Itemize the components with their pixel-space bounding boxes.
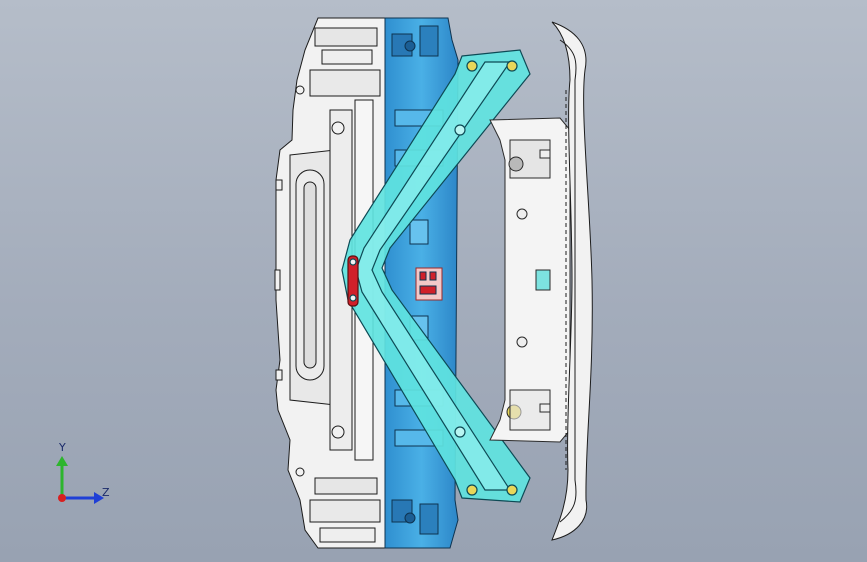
white-die-half[interactable] xyxy=(274,17,386,549)
y-axis-arrowhead xyxy=(56,456,68,466)
x-axis-dot xyxy=(58,494,66,502)
right-fixture[interactable] xyxy=(489,117,571,443)
curved-edge-part[interactable] xyxy=(551,21,593,541)
y-axis-label: Y xyxy=(59,441,66,454)
coordinate-triad xyxy=(48,438,118,508)
z-axis-arrowhead xyxy=(94,492,104,504)
z-axis-label: Z xyxy=(102,486,110,499)
cyan-formed-part[interactable] xyxy=(341,49,531,503)
